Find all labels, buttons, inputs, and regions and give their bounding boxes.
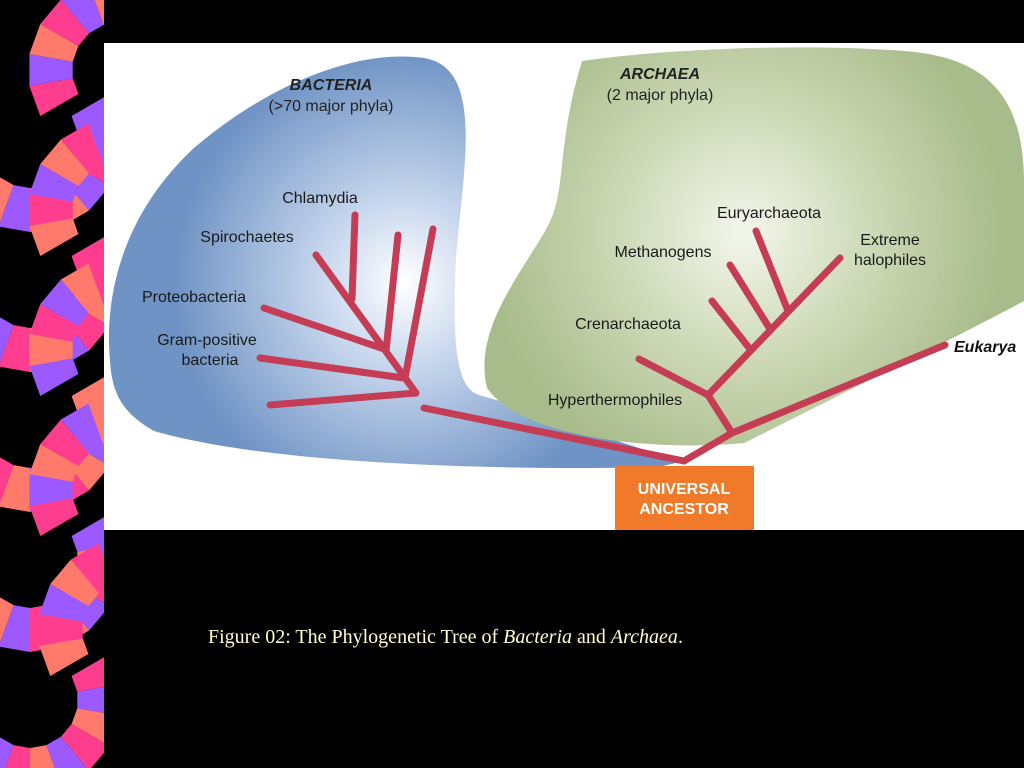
fan-segment: [29, 164, 79, 202]
fan-segment: [60, 724, 104, 768]
fan-segment: [60, 123, 104, 174]
fan-segment: [5, 745, 30, 768]
fan-segment: [29, 358, 79, 396]
fan-segment: [29, 304, 79, 342]
branch-bacteria-main: [312, 251, 420, 397]
figure-caption: Figure 02: The Phylogenetic Tree of Bact…: [208, 626, 683, 649]
label-methanogens: Methanogens: [615, 244, 712, 261]
ancestor-line-2: ANCESTOR: [639, 501, 729, 518]
branch-hyperthermophiles: [635, 355, 712, 399]
fan-segment: [40, 419, 90, 466]
label-extreme: Extreme: [860, 232, 920, 249]
fan-segment: [40, 0, 90, 46]
branch-proteobacteria: [260, 304, 388, 353]
branch-gram-positive: [256, 354, 408, 382]
bacteria-subtitle: (>70 major phyla): [269, 98, 394, 115]
fan-segment: [88, 120, 104, 165]
fan-segment: [29, 498, 79, 536]
branch-trunk-bacteria: [420, 404, 688, 465]
branch-eukarya: [728, 341, 949, 437]
fan-segment: [60, 263, 104, 314]
branch-chlamydia: [348, 211, 359, 303]
fan-segment: [29, 54, 73, 86]
label-gram-positive-bacteria: bacteria: [182, 352, 239, 369]
fan-segment: [50, 559, 100, 606]
caption-suffix: .: [677, 626, 683, 648]
fan-segment: [40, 279, 90, 326]
caption-middle: and: [572, 626, 611, 648]
branch-euryarchaeota: [752, 227, 792, 315]
fan-segment: [30, 745, 55, 768]
fan-segment: [60, 403, 104, 454]
caption-term-archaea: Archaea: [610, 626, 678, 648]
caption-term-bacteria: Bacteria: [503, 626, 573, 648]
phylogenetic-tree-figure: BACTERIA (>70 major phyla) ARCHAEA (2 ma…: [104, 43, 1024, 530]
fan-segment: [0, 465, 30, 512]
fan-segment: [29, 24, 79, 62]
branch-bacteria-mid: [382, 231, 402, 355]
fan-segment: [0, 597, 14, 643]
fan-segment: [29, 334, 73, 366]
fan-segment: [0, 457, 14, 503]
phylogenetic-tree-svg: BACTERIA (>70 major phyla) ARCHAEA (2 ma…: [108, 47, 1024, 530]
branch-archaea-stem: [704, 391, 736, 437]
fan-segment: [0, 325, 30, 372]
fan-segment: [40, 139, 90, 186]
universal-ancestor-box: [615, 466, 754, 530]
archaea-title: ARCHAEA: [619, 66, 700, 83]
branch-methanogens: [726, 261, 774, 333]
fan-segment: [0, 317, 14, 363]
fan-segment: [71, 708, 104, 743]
tree-branches: [256, 211, 949, 465]
branch-bacteria-right: [401, 225, 437, 382]
ancestor-line-1: UNIVERSAL: [638, 481, 731, 498]
fan-segment: [29, 218, 79, 256]
fan-segment: [88, 260, 104, 305]
decorative-fan-border: [0, 0, 104, 768]
fan-segment: [88, 400, 104, 445]
label-chlamydia: Chlamydia: [282, 190, 358, 207]
label-euryarchaeota: Euryarchaeota: [717, 205, 821, 222]
bacteria-title: BACTERIA: [290, 77, 373, 94]
fan-segment: [0, 185, 30, 232]
fan-segment: [29, 78, 79, 116]
fan-segment: [46, 736, 88, 768]
label-proteobacteria: Proteobacteria: [142, 289, 246, 306]
fan-segment: [77, 686, 104, 714]
label-halophiles: halophiles: [854, 252, 926, 269]
fan-segment: [61, 0, 104, 34]
fan-segment: [98, 542, 104, 559]
fan-segment: [29, 444, 79, 482]
fan-segment: [0, 737, 14, 768]
archaea-subtitle: (2 major phyla): [607, 87, 714, 104]
label-crenarchaeota: Crenarchaeota: [575, 316, 681, 333]
fan-segment: [71, 517, 104, 552]
fan-segment: [0, 605, 30, 652]
label-eukarya: Eukarya: [954, 339, 1016, 356]
label-gram-positive: Gram-positive: [157, 332, 257, 349]
fan-segment: [39, 584, 89, 622]
fan-segment: [29, 194, 73, 226]
fan-segment: [70, 543, 104, 594]
fan-segment: [29, 474, 73, 506]
branch-bacteria-bottom: [266, 389, 420, 409]
label-spirochaetes: Spirochaetes: [200, 229, 293, 246]
caption-prefix: Figure 02: The Phylogenetic Tree of: [208, 626, 504, 648]
branch-crenarchaeota: [708, 297, 754, 353]
archaea-region: [484, 47, 1024, 446]
fan-segment: [94, 0, 104, 25]
branch-trunk-archaea-eukarya: [680, 429, 736, 465]
fan-segment: [39, 614, 83, 646]
fan-segment: [0, 177, 14, 223]
fan-segment: [39, 638, 89, 676]
fan-segment: [71, 657, 104, 692]
label-hyperthermophiles: Hyperthermophiles: [548, 392, 682, 409]
branch-archaea-main: [704, 254, 844, 399]
